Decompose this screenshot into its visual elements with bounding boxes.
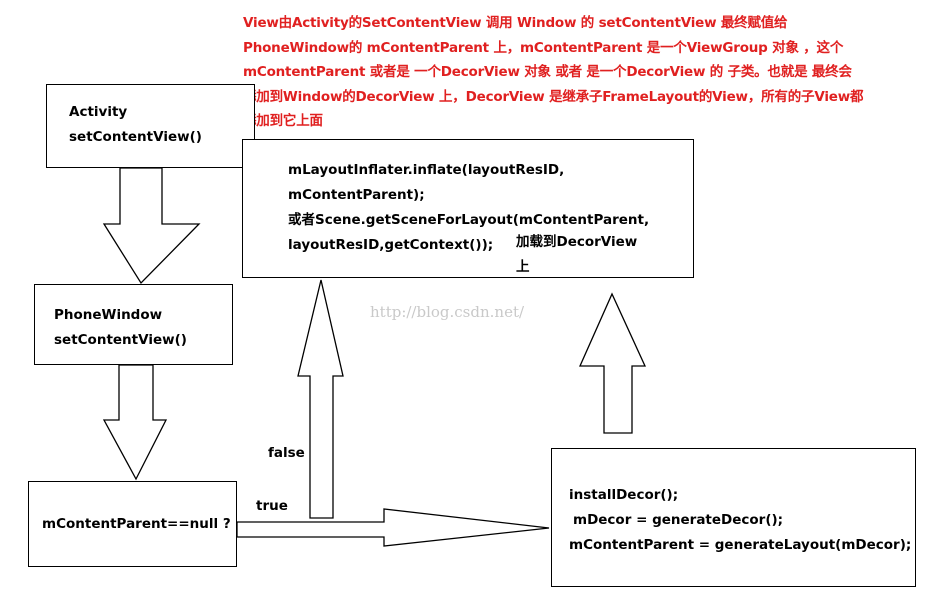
phonewindow-node: PhoneWindow setContentView() bbox=[34, 284, 233, 365]
activity-node-method: setContentView() bbox=[69, 129, 202, 145]
arrow-activity-to-phonewindow bbox=[102, 167, 201, 285]
inflate-node-line: mLayoutInflater.inflate(layoutResID, bbox=[288, 162, 565, 178]
decorview-load-label-line: 加载到DecorView bbox=[516, 234, 638, 250]
arrow-false-to-inflate bbox=[297, 279, 344, 519]
arrow-phonewindow-to-condition bbox=[102, 364, 168, 481]
arrow-decor-to-inflate bbox=[578, 292, 647, 434]
inflate-node-line: layoutResID,getContext()); bbox=[288, 237, 494, 253]
decorview-load-label-line: 上 bbox=[516, 259, 530, 275]
inflate-node-line: 或者Scene.getSceneForLayout(mContentParent… bbox=[288, 212, 650, 228]
annotation-text: View由Activity的SetContentView 调用 Window 的… bbox=[243, 11, 923, 134]
false-edge-label: false bbox=[268, 445, 305, 461]
annotation-line: 添加到Window的DecorView 上，DecorView 是继承子Fram… bbox=[243, 88, 864, 105]
watermark: http://blog.csdn.net/ bbox=[370, 303, 525, 321]
decor-node-line: mDecor = generateDecor(); bbox=[573, 512, 784, 528]
annotation-line: 添加到它上面 bbox=[243, 113, 323, 129]
decor-node: installDecor(); mDecor = generateDecor()… bbox=[551, 448, 916, 587]
decor-node-line: installDecor(); bbox=[569, 487, 679, 503]
inflate-node-line: mContentParent); bbox=[288, 187, 425, 203]
condition-node-text: mContentParent==null ? bbox=[42, 516, 231, 532]
inflate-node: mLayoutInflater.inflate(layoutResID, mCo… bbox=[242, 139, 694, 278]
activity-node: Activity setContentView() bbox=[46, 84, 255, 168]
phonewindow-node-method: setContentView() bbox=[54, 332, 187, 348]
annotation-line: View由Activity的SetContentView 调用 Window 的… bbox=[243, 15, 788, 31]
annotation-line: mContentParent 或者是 一个DecorView 对象 或者 是一个… bbox=[243, 64, 852, 80]
decorview-load-label: 加载到DecorView 上 bbox=[516, 230, 637, 280]
activity-node-title: Activity bbox=[69, 104, 128, 120]
condition-node: mContentParent==null ? bbox=[28, 481, 237, 567]
decor-node-line: mContentParent = generateLayout(mDecor); bbox=[569, 537, 912, 553]
annotation-line: PhoneWindow的 mContentParent 上，mContentPa… bbox=[243, 39, 844, 56]
arrow-true-to-decor bbox=[236, 508, 550, 547]
true-edge-label: true bbox=[256, 498, 288, 514]
phonewindow-node-title: PhoneWindow bbox=[54, 307, 163, 323]
